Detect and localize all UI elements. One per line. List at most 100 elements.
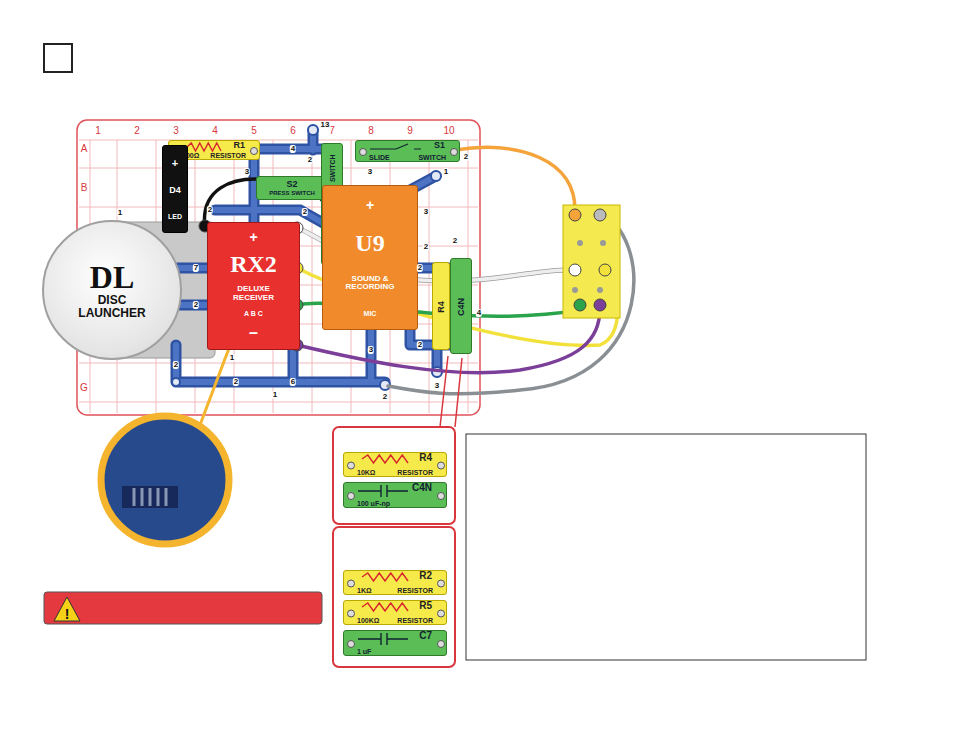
part-label: R4 — [419, 453, 432, 464]
switch-symbol — [370, 144, 421, 149]
snap-stud — [348, 580, 355, 587]
part-label: DL — [90, 261, 134, 295]
part-type: LED — [168, 213, 182, 220]
part-label: R5 — [419, 601, 432, 612]
part-text-row: 100ΩRESISTOR — [182, 152, 246, 159]
part-value: 100KΩ — [357, 617, 379, 624]
inset-frames — [333, 427, 455, 524]
snap-studs — [172, 378, 180, 386]
breakout-board — [600, 240, 606, 246]
part-type: SLIDE — [369, 154, 390, 161]
polarity-mark: – — [249, 325, 258, 342]
part-label: C4N — [457, 298, 466, 316]
snap-number: 2 — [417, 341, 423, 349]
polarity-mark: + — [249, 230, 257, 245]
part-label: R4 — [437, 301, 446, 313]
resistor: R5 100KΩ RESISTOR — [343, 600, 447, 625]
part-label: U9 — [355, 231, 384, 256]
part-label: C7 — [419, 631, 432, 642]
capacitor-symbol — [358, 485, 408, 497]
part-type: PRESS SWITCH — [269, 190, 315, 196]
polarity-mark: + — [366, 198, 374, 213]
snap-number: 2 — [463, 153, 469, 161]
part-label: R1 — [233, 141, 245, 150]
snap-number: 2 — [207, 206, 213, 214]
resistor: R4 — [432, 262, 450, 350]
snap-stud — [438, 641, 445, 648]
row-letter: A — [81, 144, 88, 154]
snap-number: 3 — [367, 168, 373, 176]
jumper-wires — [455, 148, 575, 211]
snap-stud — [451, 149, 458, 156]
snap-number: 3 — [368, 346, 374, 354]
polarity-mark: + — [172, 158, 178, 170]
rotated-text-row: C4N — [451, 259, 473, 355]
row-letter: B — [81, 183, 88, 193]
sound-module: +U9SOUND & RECORDINGMIC — [322, 185, 418, 330]
snap-number: 4 — [476, 309, 482, 317]
switch-positions: A B C — [244, 310, 263, 317]
magnifier — [101, 335, 234, 544]
snap-number: 7 — [193, 264, 199, 272]
row-letter: G — [80, 383, 88, 393]
snap-studs — [431, 171, 441, 181]
snap-number: 1 — [443, 168, 449, 176]
snap-number: 2 — [417, 264, 423, 272]
snap-number: 2 — [307, 156, 313, 164]
snap-number: 4 — [290, 145, 296, 153]
part-type: RESISTOR — [397, 617, 433, 624]
warning-bar — [44, 592, 322, 624]
resistor-symbol — [187, 143, 221, 151]
slide-switch: S1SLIDE SWITCH — [355, 140, 460, 162]
breakout-board — [597, 287, 603, 293]
snap-number: 1 — [272, 391, 278, 399]
snap-stud — [348, 610, 355, 617]
snap-number: 3 — [244, 168, 250, 176]
column-number: 9 — [407, 126, 413, 136]
snap-number: 3 — [434, 382, 440, 390]
capacitor: C4N — [450, 258, 472, 354]
part-value: 100 uF-np — [357, 500, 390, 507]
magnifier — [101, 416, 229, 544]
warning-mark: ! — [65, 607, 70, 621]
part-text-row: 1KΩRESISTOR — [357, 587, 433, 594]
part-label: S2 — [286, 180, 297, 189]
part-value: 1KΩ — [357, 587, 372, 594]
magnifier — [134, 488, 166, 506]
breakout-board — [594, 209, 606, 221]
part-value: 1 uF — [357, 648, 371, 655]
resistor-symbol — [362, 455, 408, 463]
column-number: 3 — [173, 126, 179, 136]
capacitor-symbol — [358, 633, 408, 645]
part-type: RESISTOR — [210, 152, 246, 159]
disc-launcher: DLDISC LAUNCHER — [42, 220, 182, 360]
snap-number: 2 — [173, 361, 179, 369]
breakout-board — [599, 264, 611, 276]
snap-stud — [438, 493, 445, 500]
column-number: 4 — [212, 126, 218, 136]
mic-label: MIC — [364, 310, 377, 317]
snap-wires — [176, 130, 449, 382]
snap-stud — [438, 580, 445, 587]
resistor: R21KΩRESISTOR — [343, 570, 447, 595]
snap-wires — [176, 130, 449, 382]
snap-number: 2 — [302, 208, 308, 216]
column-number: 2 — [134, 126, 140, 136]
column-number: 10 — [443, 126, 454, 136]
inset-frames — [333, 527, 455, 667]
part-label: RX2 — [230, 252, 277, 277]
part-name: DELUXE RECEIVER — [218, 285, 290, 302]
snap-stud — [348, 641, 355, 648]
capacitor: C7 1 uF — [343, 630, 447, 656]
part-type: SWITCH — [418, 154, 446, 161]
warning-bar — [54, 597, 80, 621]
snap-number: 1 — [117, 209, 123, 217]
part-label: S1 — [434, 141, 445, 150]
inset-frames — [333, 427, 455, 667]
text-box — [466, 434, 866, 660]
snap-studs — [308, 125, 318, 135]
breakout-board — [569, 209, 581, 221]
column-number: 6 — [290, 126, 296, 136]
part-label: C4N — [412, 483, 432, 494]
part-name: DISC LAUNCHER — [77, 294, 147, 319]
